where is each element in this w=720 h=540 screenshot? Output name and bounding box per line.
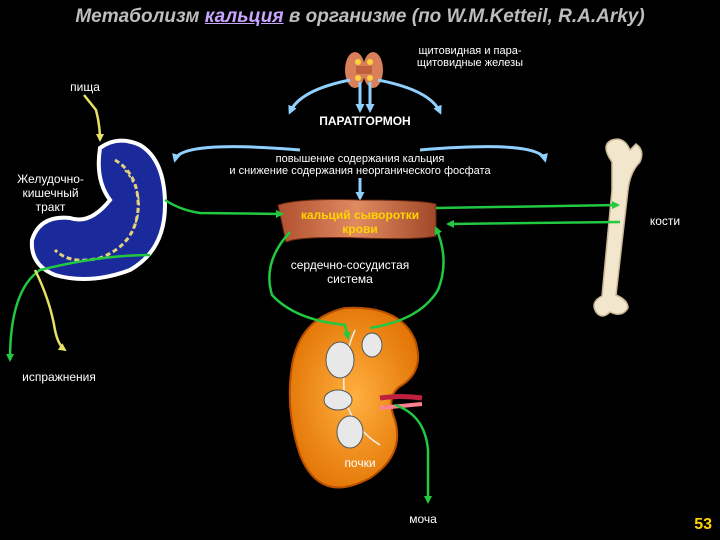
flow-arrows: [6, 198, 621, 504]
label-bones: кости: [649, 214, 681, 228]
label-urine: моча: [409, 512, 437, 526]
blood-vessel-icon: [277, 199, 437, 243]
bone-icon: [593, 138, 643, 317]
thyroid-gland-icon: [345, 52, 383, 88]
label-food: пища: [70, 80, 100, 94]
label-glands: щитовидная и пара- щитовидные железы: [416, 45, 524, 69]
label-cardiovascular: сердечно-сосудистая система: [290, 258, 410, 286]
hormone-arrows: [172, 78, 548, 201]
label-serum-calcium: кальций сыворотки крови: [300, 208, 420, 236]
page-number: 53: [694, 516, 712, 533]
stomach-icon: [29, 138, 168, 281]
label-effect: повышение содержания кальция и снижение …: [229, 153, 491, 177]
page-title: Метаболизм кальция в организме (по W.M.K…: [75, 6, 645, 27]
label-kidneys: почки: [344, 456, 376, 470]
food-arrows: [33, 94, 104, 352]
label-hormone: ПАРАТГОРМОН: [319, 114, 411, 128]
label-gi-tract: Желудочно- кишечный тракт: [17, 172, 84, 214]
kidney-icon: [288, 306, 423, 489]
label-feces: испражнения: [22, 370, 96, 384]
